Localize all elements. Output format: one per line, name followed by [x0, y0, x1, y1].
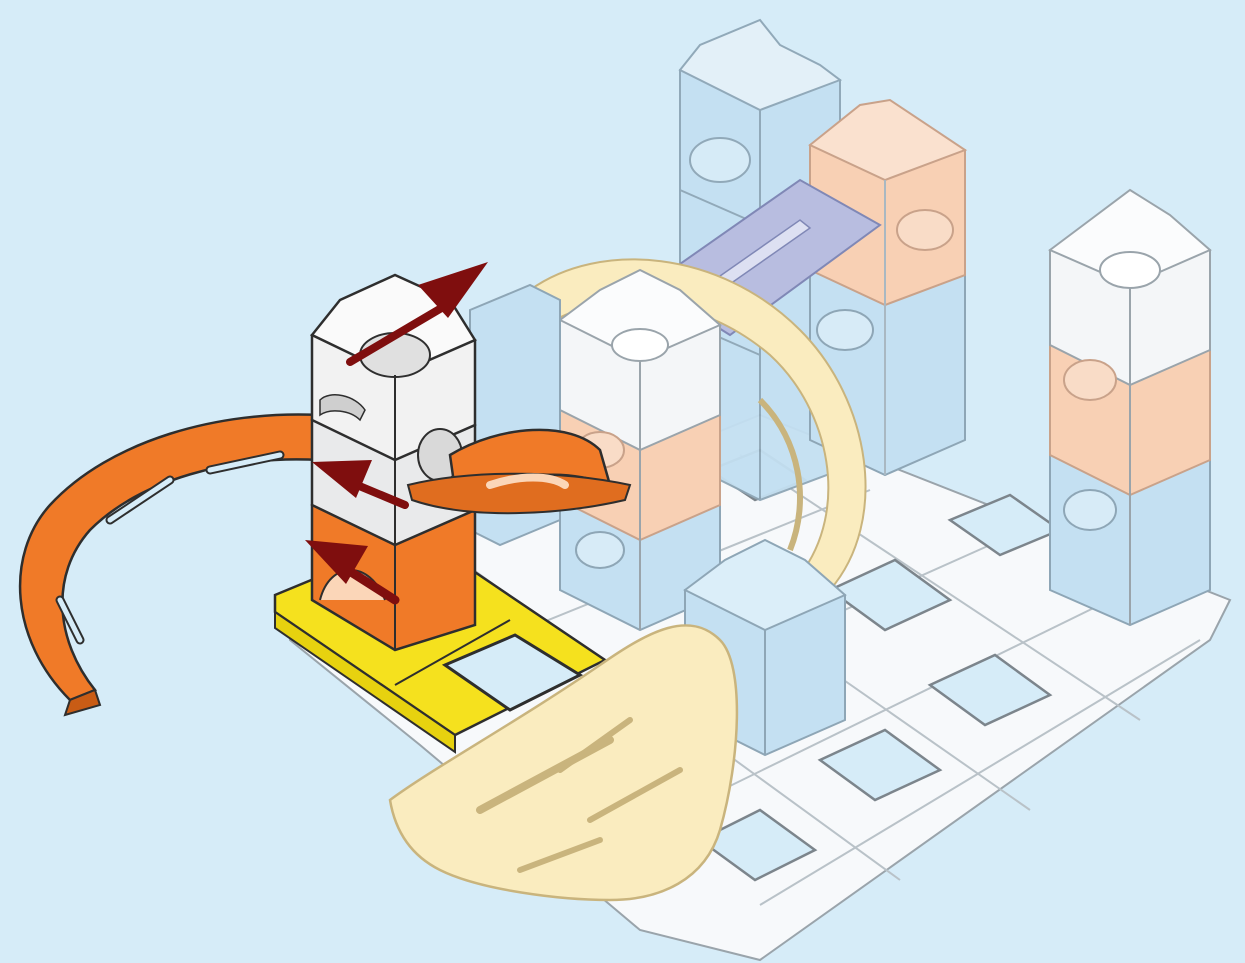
ghost-tower-right — [1050, 190, 1210, 625]
orange-curve-piece — [20, 414, 320, 715]
